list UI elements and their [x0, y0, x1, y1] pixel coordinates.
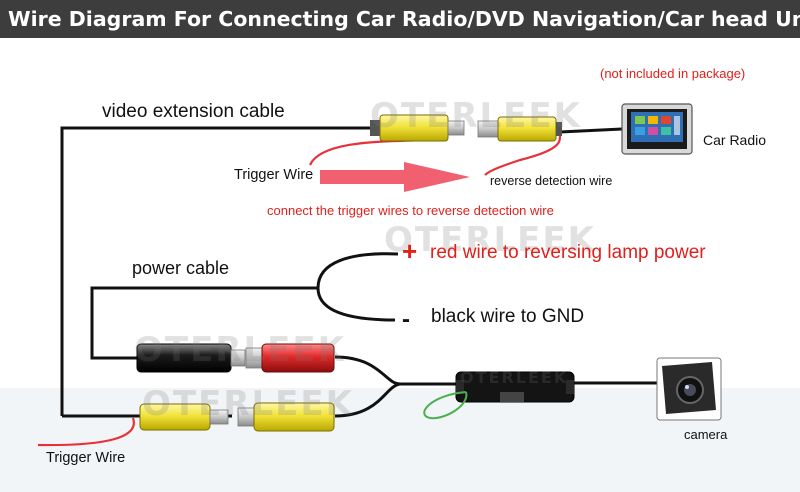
- camera-device: [656, 357, 722, 421]
- title-banner: Wire Diagram For Connecting Car Radio/DV…: [0, 0, 800, 38]
- plus-sign: +: [402, 236, 418, 266]
- watermark: OTERLEEK: [384, 220, 596, 260]
- reverse-detection-label: reverse detection wire: [490, 174, 613, 188]
- video-rca-male-plug: [370, 114, 465, 142]
- video-cable-label: video extension cable: [102, 101, 285, 122]
- power-red-plug: [245, 343, 335, 373]
- watermark: OTERLEEK: [134, 330, 346, 370]
- car-radio-device: [621, 103, 693, 155]
- power-cable-wire: [90, 252, 660, 418]
- camera-video-rca-female-plug: [237, 402, 335, 432]
- green-loop-wire: [423, 391, 468, 420]
- watermark: OTERLEEK: [370, 96, 582, 136]
- not-included-note: (not included in package): [600, 66, 746, 81]
- watermark: OTERLEEK: [142, 384, 354, 424]
- camera-label: camera: [684, 427, 728, 442]
- watermark: OTERLEEK: [460, 368, 569, 387]
- minus-sign: -: [402, 306, 410, 333]
- power-cable-label: power cable: [132, 258, 230, 278]
- connect-note: connect the trigger wires to reverse det…: [267, 203, 554, 218]
- connection-arrow: [320, 162, 470, 192]
- camera-video-rca-male-plug: [139, 403, 229, 431]
- black-wire-label: black wire to GND: [431, 306, 585, 327]
- video-rca-female-plug: [477, 116, 562, 142]
- trigger-wire-label-top: Trigger Wire: [234, 167, 314, 183]
- car-radio-label: Car Radio: [703, 132, 767, 148]
- red-wire-label: red wire to reversing lamp power: [430, 242, 706, 263]
- power-black-plug: [136, 343, 246, 373]
- inline-connector-block: [455, 371, 575, 403]
- trigger-wire-label-bottom: Trigger Wire: [46, 450, 126, 466]
